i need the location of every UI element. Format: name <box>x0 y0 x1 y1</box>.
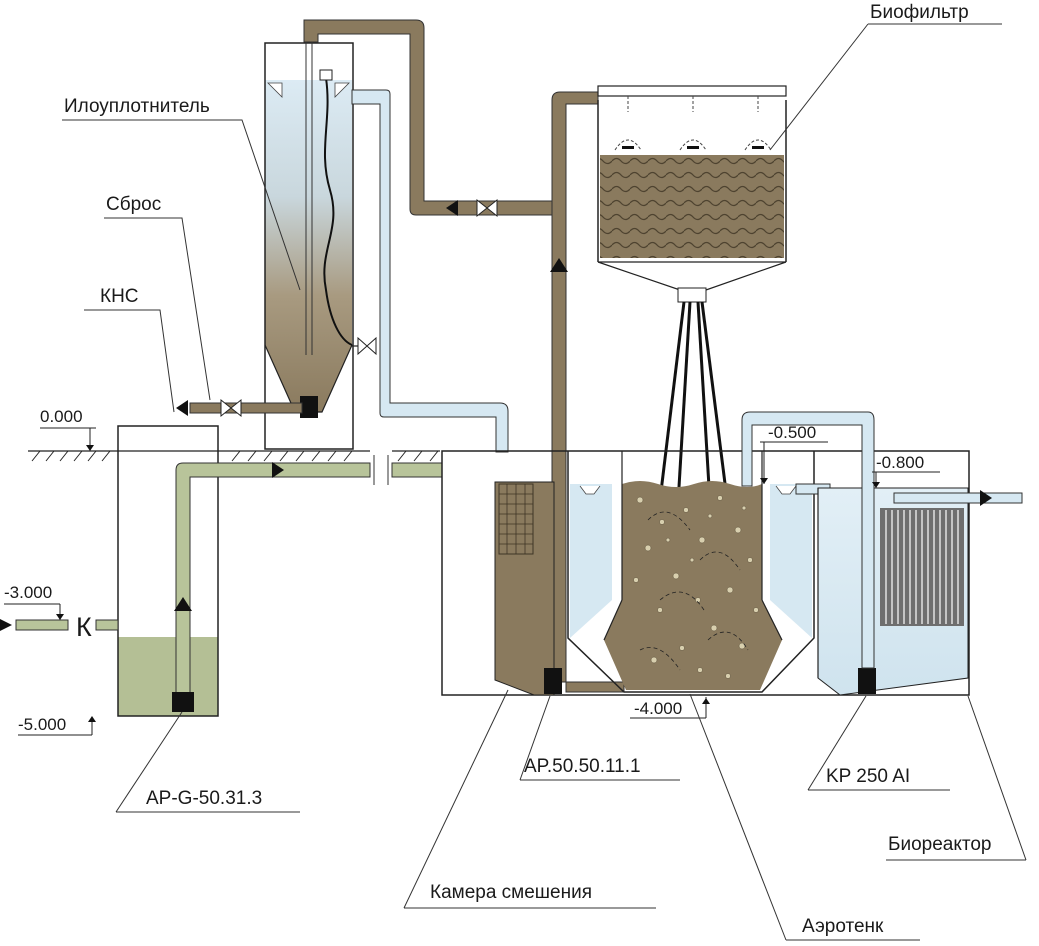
discharge-pipe <box>176 398 303 418</box>
level-tank-bottom: -4.000 <box>634 699 682 718</box>
sludge-valve <box>357 336 377 356</box>
level-settler: -0.500 <box>768 423 816 442</box>
main-basin <box>441 450 1023 696</box>
inlet-label: К <box>76 612 92 642</box>
kns-pressure-pipe <box>174 455 443 701</box>
water-return-pipe <box>351 89 509 453</box>
kns-tank <box>117 425 219 717</box>
pump-kns-label: AP-G-50.31.3 <box>146 788 262 809</box>
aerotank-label: Аэротенк <box>802 916 884 937</box>
recirculation-pipe <box>741 411 875 669</box>
thickener-tank <box>264 30 354 450</box>
mixing-chamber-label: Камера смешения <box>430 882 592 903</box>
inlet-pipe <box>0 619 119 631</box>
thickener-label: Илоуплотнитель <box>64 96 210 117</box>
discharge-label: Сброс <box>106 194 161 215</box>
ground-line <box>28 450 440 462</box>
kns-label: КНС <box>100 286 139 307</box>
mixing-pump <box>544 668 562 694</box>
bioreactor-label: Биореактор <box>888 834 992 855</box>
bioreactor-pump <box>858 668 876 694</box>
level-ground: 0.000 <box>40 407 83 426</box>
level-kns-bottom: -5.000 <box>18 715 66 734</box>
biofilter-label: Биофильтр <box>870 2 969 23</box>
level-inlet: -3.000 <box>4 583 52 602</box>
leader-lines <box>62 23 1027 941</box>
main-riser-pipe <box>550 91 625 693</box>
pump-mixing-label: AP.50.50.11.1 <box>524 756 641 777</box>
pump-bioreactor-label: KP 250 AI <box>826 766 910 787</box>
kns-pump <box>172 692 194 712</box>
level-bioreactor: -0.800 <box>876 453 924 472</box>
